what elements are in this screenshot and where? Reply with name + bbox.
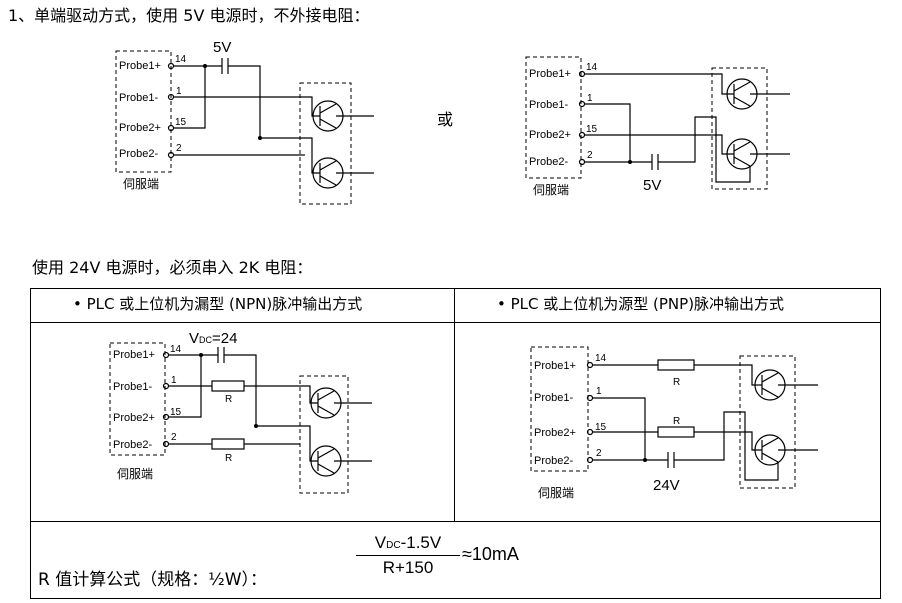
pin-label: Probe2+ bbox=[534, 427, 576, 439]
pin-number: 15 bbox=[175, 117, 187, 128]
heading-24v-text: 使用 24V 电源时，必须串入 2K 电阻： bbox=[32, 258, 313, 277]
formula-label-text: R 值计算公式（规格：½W）： bbox=[38, 570, 268, 590]
pin-number: 15 bbox=[595, 422, 607, 433]
optocoupler-box bbox=[711, 67, 768, 190]
pin-label: Probe1+ bbox=[113, 349, 155, 361]
pin-label: Probe2- bbox=[113, 439, 152, 451]
pin-label: Probe1- bbox=[119, 92, 158, 104]
servo-box bbox=[530, 346, 589, 472]
pin-label: Probe2+ bbox=[119, 122, 161, 134]
voltage-label: 5V bbox=[643, 177, 661, 194]
servo-label: 伺服端 bbox=[533, 183, 569, 197]
heading-5v-text: 1、单端驱动方式，使用 5V 电源时，不外接电阻： bbox=[8, 6, 370, 25]
resistor-label: R bbox=[673, 377, 680, 388]
pin-label: Probe1+ bbox=[119, 60, 161, 72]
formula-result: ≈10mA bbox=[462, 544, 519, 565]
resistor-label: R bbox=[225, 453, 232, 464]
resistor-label: R bbox=[225, 394, 232, 405]
pin-number: 1 bbox=[171, 375, 177, 386]
pin-label: Probe1+ bbox=[534, 360, 576, 372]
pin-label: Probe1- bbox=[534, 392, 573, 404]
pin-label: Probe2+ bbox=[529, 129, 571, 141]
pin-number: 14 bbox=[595, 353, 607, 364]
table-divider bbox=[30, 322, 881, 323]
wiring-table bbox=[30, 288, 881, 599]
or-label: 或 bbox=[437, 110, 453, 130]
pin-number: 2 bbox=[587, 150, 593, 161]
pin-label: Probe2- bbox=[529, 156, 568, 168]
servo-label: 伺服端 bbox=[117, 467, 153, 481]
col-header-npn: • PLC 或上位机为漏型 (NPN)脉冲输出方式 bbox=[73, 293, 362, 315]
pin-number: 2 bbox=[171, 432, 177, 443]
pin-label: Probe1- bbox=[113, 381, 152, 393]
table-divider bbox=[454, 288, 455, 522]
table-divider bbox=[30, 521, 881, 522]
optocoupler-box bbox=[739, 355, 796, 489]
pin-label: Probe2- bbox=[534, 455, 573, 467]
heading-5v: 1、单端驱动方式，使用 5V 电源时，不外接电阻： bbox=[8, 6, 369, 26]
pin-label: Probe1- bbox=[529, 99, 568, 111]
pin-number: 2 bbox=[596, 448, 602, 459]
vdc-label: VDC=24 bbox=[189, 330, 237, 347]
col-header-npn-text: • PLC 或上位机为漏型 (NPN)脉冲输出方式 bbox=[73, 295, 363, 313]
pin-number: 15 bbox=[586, 124, 598, 135]
pin-number: 2 bbox=[176, 143, 182, 154]
optocoupler-box bbox=[299, 82, 352, 205]
col-header-pnp: • PLC 或上位机为源型 (PNP)脉冲输出方式 bbox=[497, 293, 784, 315]
formula-result-text: ≈10mA bbox=[462, 544, 519, 564]
pin-number: 1 bbox=[596, 386, 602, 397]
pin-number: 1 bbox=[587, 93, 593, 104]
formula-numerator: VDC-1.5V bbox=[356, 533, 460, 556]
pin-number: 15 bbox=[170, 407, 182, 418]
servo-box bbox=[115, 50, 172, 173]
servo-box bbox=[525, 56, 582, 179]
col-header-pnp-text: • PLC 或上位机为源型 (PNP)脉冲输出方式 bbox=[497, 295, 785, 313]
formula-fraction: VDC-1.5V R+150 bbox=[356, 533, 460, 578]
pin-number: 14 bbox=[175, 54, 187, 65]
voltage-label: 24V bbox=[653, 477, 680, 494]
pin-number: 14 bbox=[170, 344, 182, 355]
pin-label: Probe1+ bbox=[529, 68, 571, 80]
voltage-label: 5V bbox=[213, 39, 231, 56]
servo-label: 伺服端 bbox=[123, 177, 159, 191]
or-text: 或 bbox=[437, 110, 454, 129]
resistor-label: R bbox=[673, 416, 680, 427]
optocoupler-box bbox=[299, 375, 349, 494]
pin-number: 14 bbox=[586, 62, 598, 73]
pin-label: Probe2+ bbox=[113, 412, 155, 424]
heading-24v: 使用 24V 电源时，必须串入 2K 电阻： bbox=[32, 258, 312, 278]
formula-denominator: R+150 bbox=[382, 558, 434, 577]
pin-label: Probe2- bbox=[119, 148, 158, 160]
formula-label: R 值计算公式（规格：½W）： bbox=[38, 565, 267, 590]
servo-label: 伺服端 bbox=[538, 486, 574, 500]
pin-number: 1 bbox=[176, 86, 182, 97]
